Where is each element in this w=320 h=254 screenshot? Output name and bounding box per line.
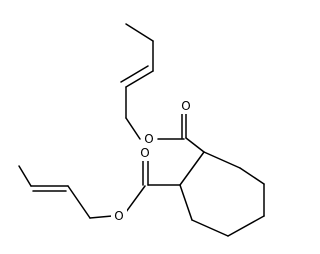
upper-carbonyl-oxygen: O <box>178 98 194 114</box>
ring-bond-5 <box>191 219 229 237</box>
atom-labels: O O O O <box>111 98 194 224</box>
ring-bond-1 <box>203 151 241 169</box>
ring-bond-4 <box>227 215 265 237</box>
upper-oxygen-to-ch2-bond <box>125 117 141 140</box>
lower-alkene-to-methyl-bond <box>18 165 32 187</box>
cyclohexane-ring <box>179 151 265 237</box>
structure-diagram: O O O O <box>18 23 265 237</box>
lower-ester-group <box>18 159 181 219</box>
lower-ester-oxygen: O <box>111 208 127 224</box>
upper-ester-oxygen-label: O <box>144 132 153 146</box>
upper-terminal-methyl-bond <box>125 23 154 42</box>
upper-carbonyl-oxygen-label: O <box>181 99 190 113</box>
ring-bond-2 <box>239 167 265 185</box>
lower-carbonyl-oxygen-label: O <box>140 146 149 160</box>
lower-ester-oxygen-label: O <box>114 209 123 223</box>
molecule-svg: O O O O <box>18 23 265 237</box>
upper-alkene-double-bond-a <box>125 70 154 88</box>
upper-alkene-double-bond-b <box>120 65 149 83</box>
upper-ring-to-carbonyl-bond <box>185 137 205 153</box>
upper-ester-group <box>120 23 205 153</box>
upper-ester-oxygen: O <box>141 131 157 147</box>
lower-carbonyl-to-oxygen-bond <box>125 185 146 213</box>
lower-oxygen-to-ch2-bond <box>89 215 113 219</box>
lower-ch2-to-alkene-bond <box>67 185 91 219</box>
lower-carbonyl-oxygen: O <box>137 145 153 161</box>
ring-bond-6 <box>179 184 193 221</box>
ring-bond-7 <box>179 151 205 186</box>
